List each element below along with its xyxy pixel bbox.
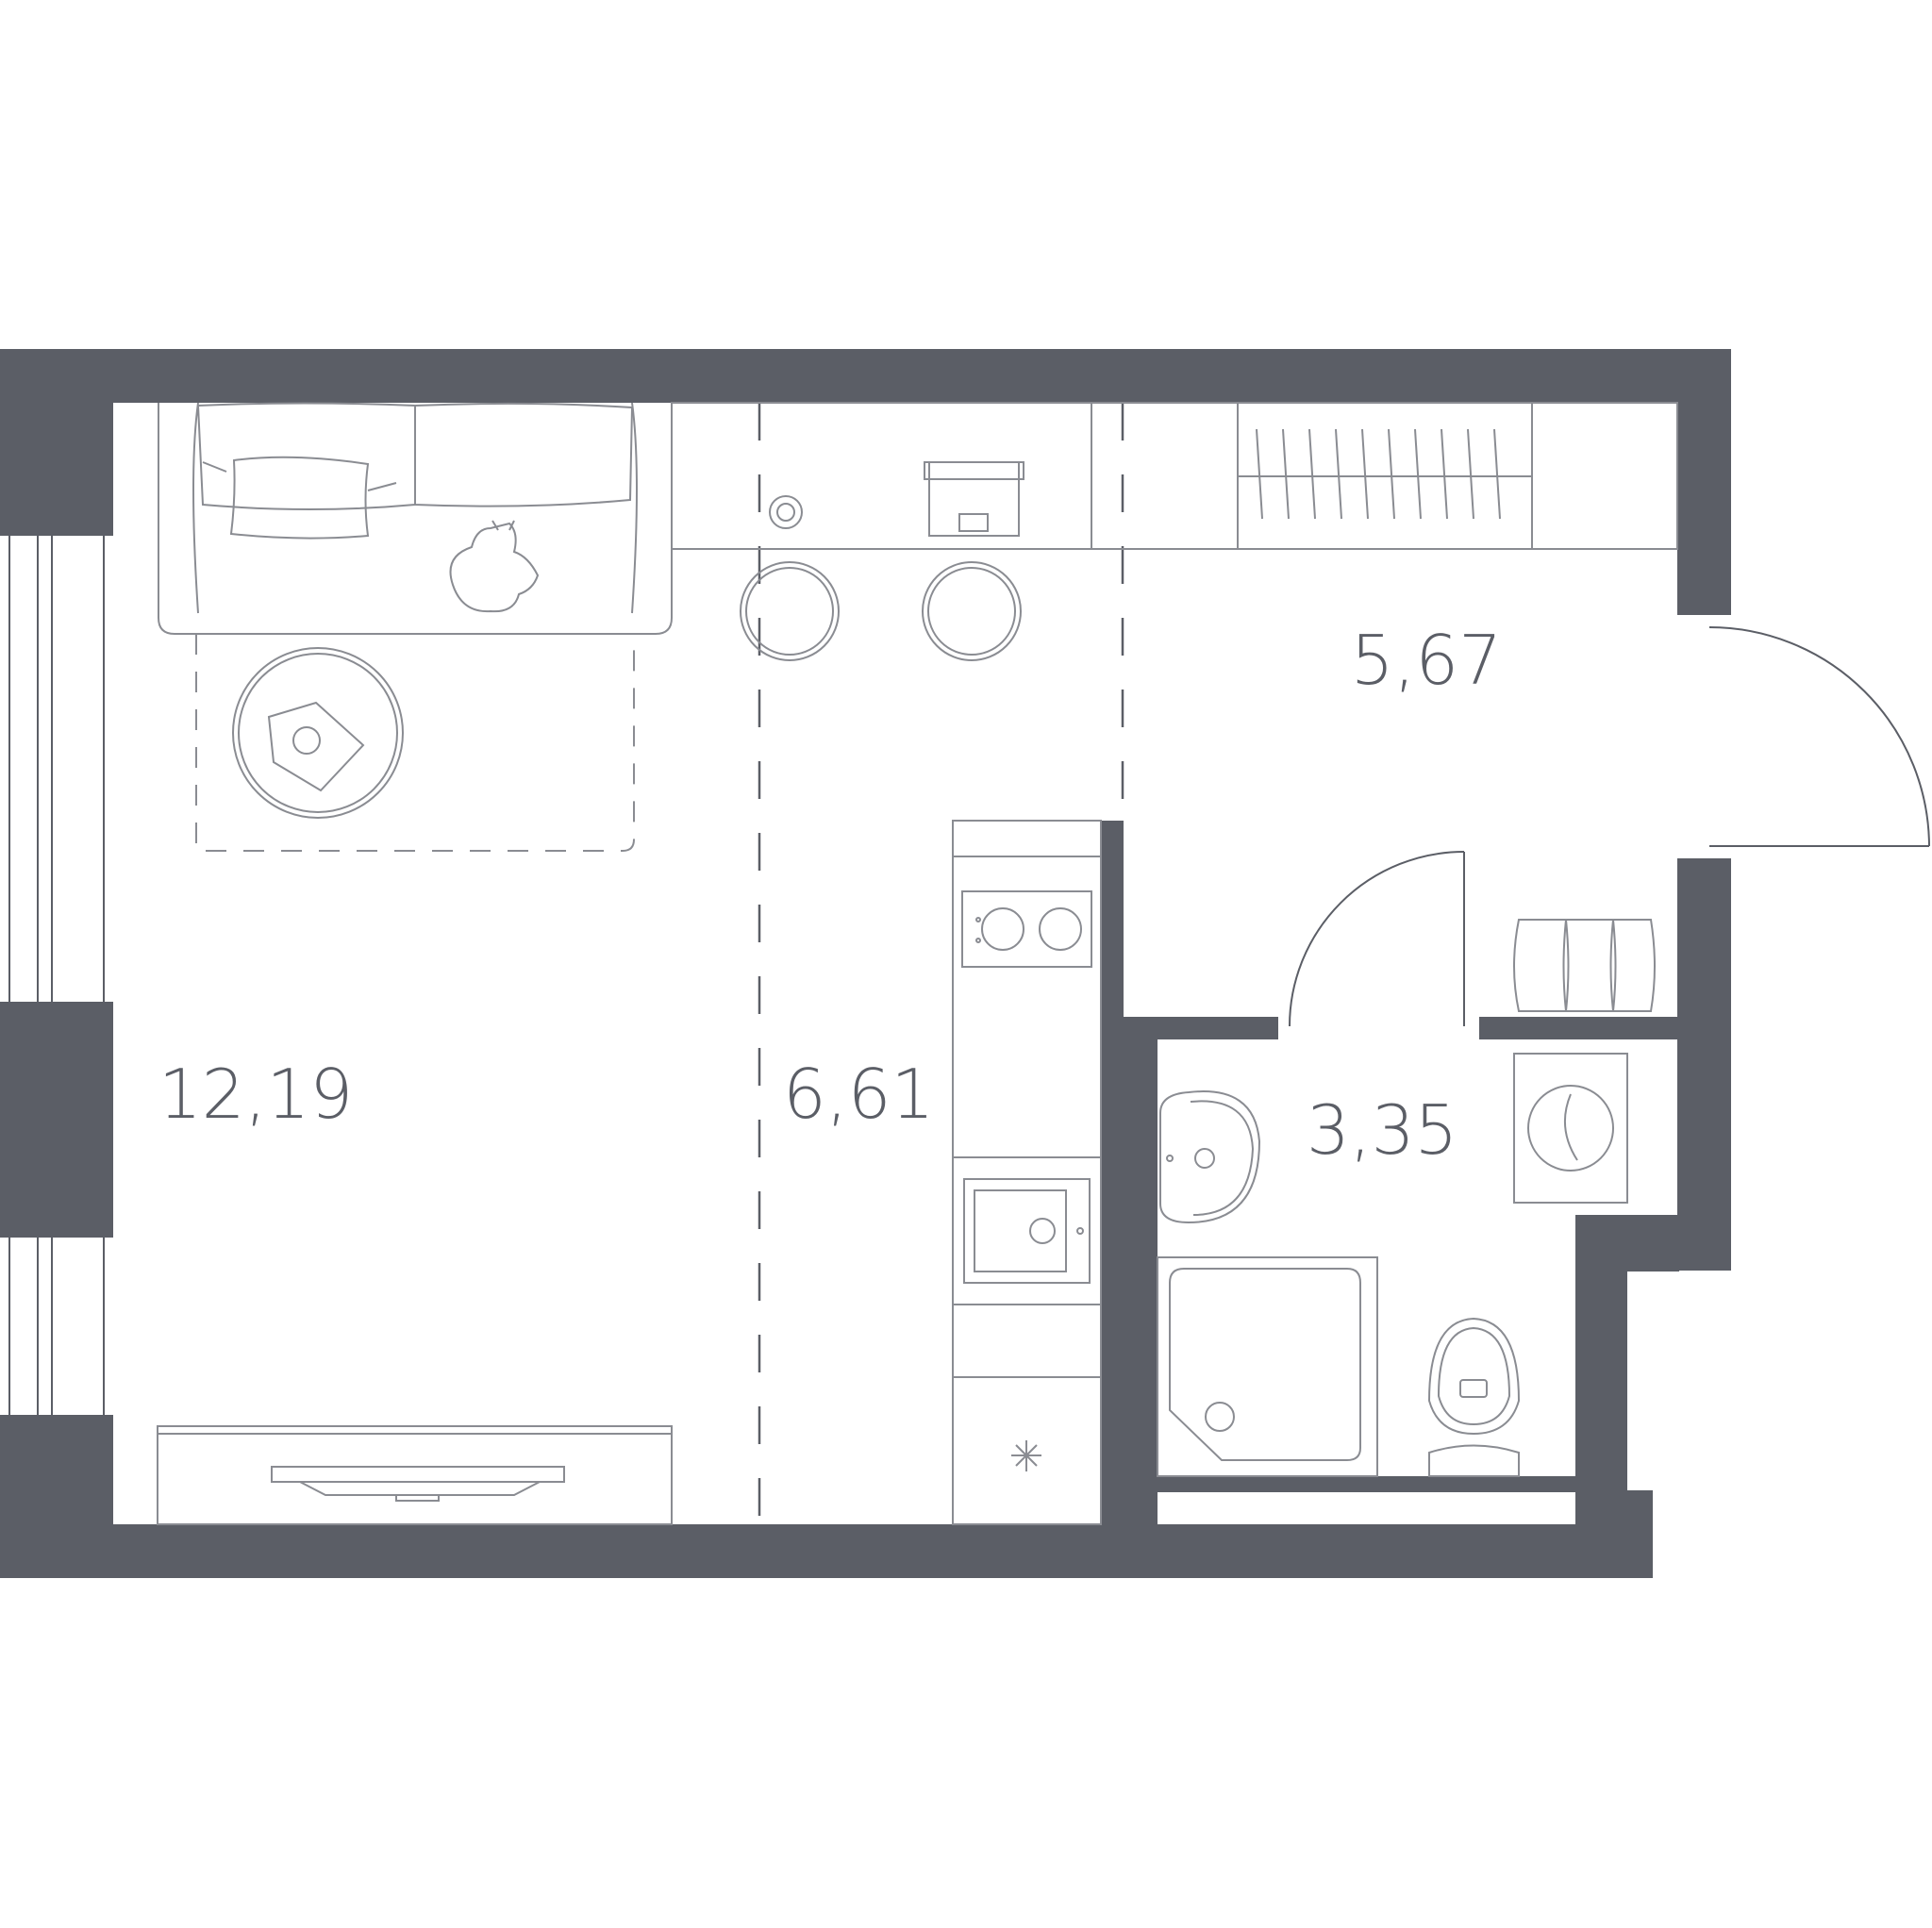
area-label-kitchen: 6,61: [783, 1055, 934, 1134]
washing-machine: [1513, 1053, 1628, 1204]
wall-bath-top-left: [1101, 1017, 1278, 1039]
area-label-living: 12,19: [158, 1055, 353, 1134]
cooktop: [961, 890, 1092, 968]
desk: [671, 402, 1092, 550]
tv-stand: [157, 1425, 673, 1525]
window-upper: [8, 536, 105, 1002]
area-label-bathroom: 3,35: [1307, 1090, 1457, 1170]
hall-bench: [1513, 919, 1656, 1012]
area-label-hall: 5,67: [1351, 621, 1502, 700]
wall-bath-bottom: [1123, 1476, 1599, 1492]
wall-left-top: [0, 349, 113, 536]
wall-bottom: [0, 1524, 1653, 1578]
stool-left: [740, 561, 840, 661]
laptop-icon: [924, 461, 1024, 537]
wall-right-upper: [1677, 349, 1731, 615]
bathroom-door: [1289, 851, 1465, 1027]
bathroom-sink: [1159, 1090, 1261, 1224]
wall-right-lower: [1677, 858, 1731, 1271]
window-lower: [8, 1238, 105, 1415]
wall-top: [0, 349, 1731, 403]
toilet: [1427, 1317, 1521, 1477]
wall-bath-left: [1101, 1017, 1158, 1526]
windows: [8, 536, 105, 1415]
kitchen-sink: [963, 1178, 1091, 1284]
fridge-snowflake-icon: [1011, 1440, 1041, 1471]
stools: [740, 561, 1022, 661]
walls: [0, 349, 1731, 1578]
kitchen-counter: [952, 820, 1102, 1525]
cup-icon: [769, 495, 803, 529]
shower-tray: [1157, 1256, 1378, 1477]
entrance-door: [1708, 626, 1930, 847]
coffee-table: [232, 647, 404, 819]
hangers: [1256, 428, 1501, 520]
sofa: [158, 402, 673, 635]
stool-right: [922, 561, 1022, 661]
wall-bath-top-right: [1479, 1017, 1679, 1039]
wall-bottom-right: [1597, 1490, 1653, 1578]
rug: [195, 634, 635, 852]
wardrobe: [1091, 402, 1678, 550]
wall-left-bottom: [0, 1415, 113, 1578]
tv: [271, 1466, 565, 1483]
cat-icon: [449, 520, 540, 613]
wall-left-middle: [0, 1002, 113, 1238]
